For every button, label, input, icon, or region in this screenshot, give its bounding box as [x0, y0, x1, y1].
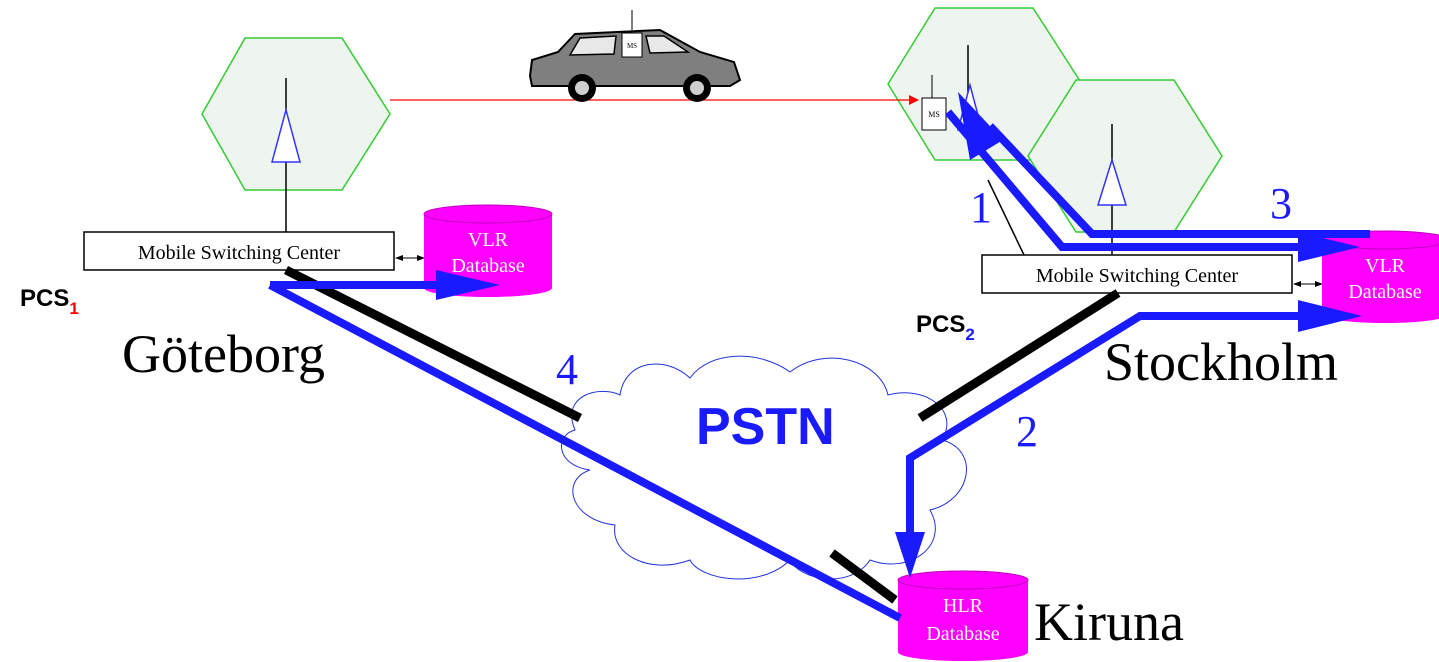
car-ms-label: MS — [627, 42, 637, 50]
step-2-label: 2 — [1016, 407, 1038, 456]
hlr-line2: Database — [926, 623, 999, 645]
city-kiruna: Kiruna — [1034, 592, 1184, 652]
cloud-icon — [561, 355, 967, 580]
car-icon: MS — [528, 10, 742, 102]
trunk-kiruna — [829, 549, 898, 604]
vlr-left-line2: Database — [451, 255, 524, 277]
database-icon: VLR Database — [1320, 230, 1439, 323]
path-step-2 — [895, 300, 1362, 578]
handset-ms-label: MS — [928, 110, 940, 119]
step-3-label: 3 — [1270, 179, 1292, 228]
step-1-label: 1 — [970, 183, 992, 232]
msc-right-label: Mobile Switching Center — [1036, 265, 1239, 287]
trunk-goteborg — [283, 265, 583, 423]
vlr-right-line1: VLR — [1365, 255, 1406, 277]
vlr-right-line2: Database — [1348, 281, 1421, 303]
path-step-4 — [268, 270, 902, 622]
mobile-station-icon: MS — [921, 75, 947, 131]
pstn-label: PSTN — [696, 398, 835, 456]
vlr-left-line1: VLR — [468, 229, 509, 251]
hlr-line1: HLR — [943, 595, 984, 617]
database-icon: HLR Database — [897, 570, 1029, 661]
step-4-label: 4 — [556, 345, 578, 394]
city-goteborg: Göteborg — [122, 324, 325, 384]
pcs2-label: PCS2 — [916, 311, 975, 344]
msc-left-label: Mobile Switching Center — [138, 242, 341, 264]
msc-left-box — [83, 231, 395, 271]
path-step-3 — [958, 92, 1370, 238]
antenna-icon — [271, 78, 301, 235]
cell-goteborg — [201, 37, 391, 191]
city-stockholm: Stockholm — [1104, 332, 1338, 392]
trunk-stockholm — [917, 289, 1121, 422]
msc-right-box — [981, 254, 1293, 294]
cell-msc-link — [987, 179, 1025, 256]
path-step-1 — [944, 109, 1360, 262]
pcs1-label: PCS1 — [20, 285, 79, 318]
